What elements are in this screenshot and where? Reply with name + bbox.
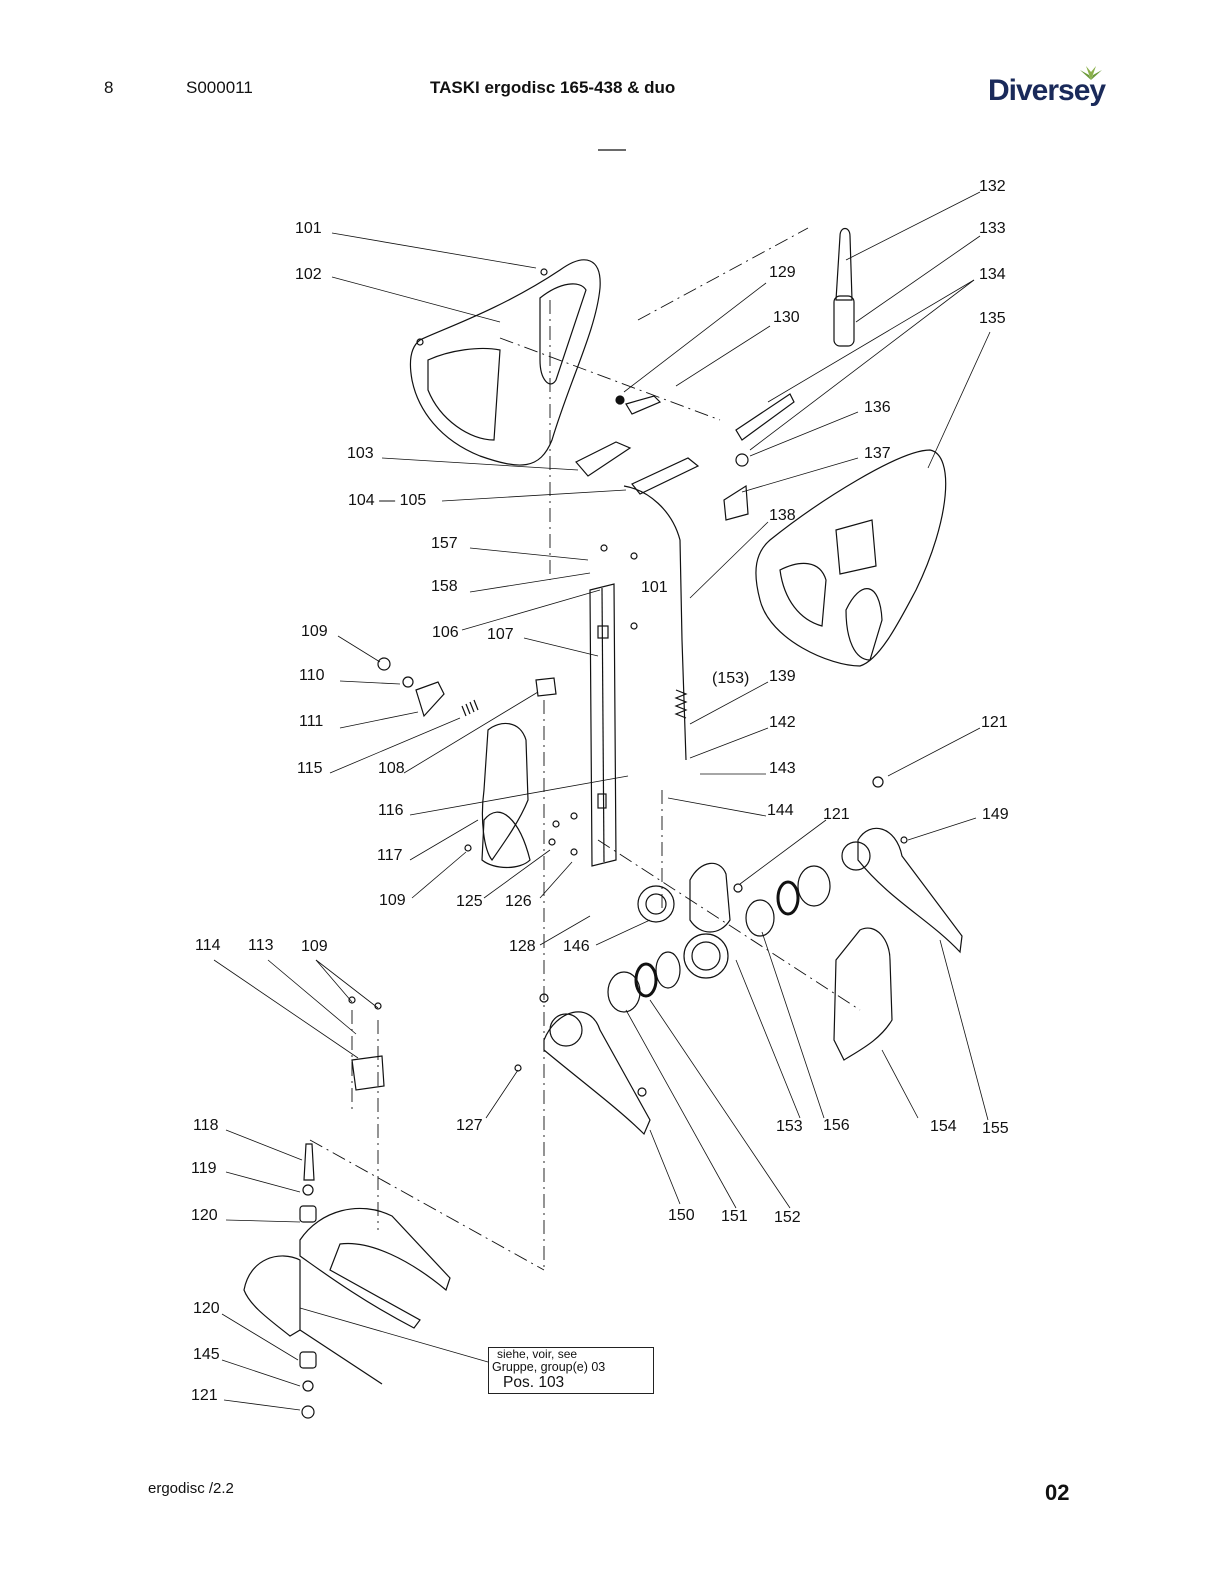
footer-group-number: 02 (1045, 1480, 1070, 1505)
callout-103: 103 (347, 445, 374, 462)
callout-104-105: 104 — 105 (348, 492, 427, 509)
callout-153: 153 (776, 1118, 803, 1135)
page-number: 8 (104, 78, 114, 97)
callout-106: 106 (432, 624, 459, 641)
note-line-2: Gruppe, group(e) 03 (492, 1360, 606, 1374)
callout-111: 111 (299, 713, 324, 730)
page-title: TASKI ergodisc 165-438 & duo (430, 78, 676, 97)
callout-109-b: 109 (379, 892, 406, 909)
callout-149: 149 (982, 806, 1009, 823)
callout-152: 152 (774, 1209, 801, 1226)
callout-121: 121 (981, 714, 1008, 731)
callout-108: 108 (378, 760, 405, 777)
callout-135: 135 (979, 310, 1006, 327)
leaf-icon (1080, 66, 1102, 80)
callout-130: 130 (773, 309, 800, 326)
callout-109-c: 109 (301, 938, 328, 955)
callout-134: 134 (979, 266, 1006, 283)
callout-155: 155 (982, 1120, 1009, 1137)
callout-150: 150 (668, 1207, 695, 1224)
callout-125: 125 (456, 893, 483, 910)
footer-model: ergodisc /2.2 (148, 1480, 234, 1497)
callout-139: 139 (769, 668, 796, 685)
doc-code: S000011 (186, 78, 253, 97)
callout-128: 128 (509, 938, 536, 955)
callout-115: 115 (297, 760, 323, 777)
callout-154: 154 (930, 1118, 957, 1135)
callout-146: 146 (563, 938, 590, 955)
callout-143: 143 (769, 760, 796, 777)
brand-name: Diversey (988, 74, 1106, 107)
callout-110: 110 (299, 667, 325, 684)
callout-121-b: 121 (823, 806, 850, 823)
callout-114: 114 (195, 937, 221, 954)
callout-129: 129 (769, 264, 796, 281)
callout-153-paren: (153) (712, 670, 750, 687)
callout-116: 116 (378, 802, 404, 819)
callout-127: 127 (456, 1117, 483, 1134)
callout-101: 101 (295, 220, 322, 237)
callout-120: 120 (191, 1207, 218, 1224)
callout-113: 113 (248, 937, 274, 954)
callout-138: 138 (769, 507, 796, 524)
reference-note: siehe, voir, see Gruppe, group(e) 03 Pos… (488, 1347, 654, 1394)
callout-118: 118 (193, 1117, 219, 1134)
callout-144: 144 (767, 802, 794, 819)
callout-142: 142 (769, 714, 796, 731)
callout-137: 137 (864, 445, 891, 462)
note-line-3: Pos. 103 (503, 1374, 565, 1391)
callout-133: 133 (979, 220, 1006, 237)
callout-145: 145 (193, 1346, 220, 1363)
callout-151: 151 (721, 1208, 748, 1225)
callout-109: 109 (301, 623, 328, 640)
callout-102: 102 (295, 266, 322, 283)
diversey-logo: Diversey (988, 62, 1118, 112)
callout-126: 126 (505, 893, 532, 910)
callout-119: 119 (191, 1160, 217, 1177)
callout-107: 107 (487, 626, 514, 643)
callout-101-b: 101 (641, 579, 668, 596)
callout-158: 158 (431, 578, 458, 595)
note-line-1: siehe, voir, see (497, 1347, 578, 1361)
callout-121-c: 121 (191, 1387, 218, 1404)
callout-136: 136 (864, 399, 891, 416)
callout-117: 117 (377, 847, 403, 864)
callout-132: 132 (979, 178, 1006, 195)
callout-120-b: 120 (193, 1300, 220, 1317)
callout-157: 157 (431, 535, 458, 552)
callout-156: 156 (823, 1117, 850, 1134)
